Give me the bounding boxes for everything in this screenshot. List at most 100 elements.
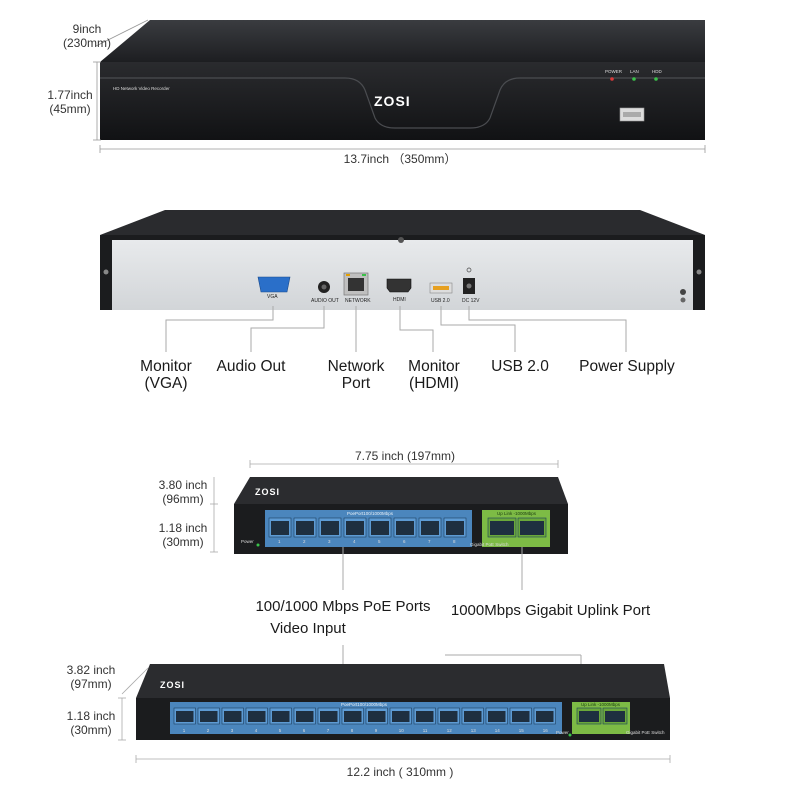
nvr-model-label: HD Network Video Recorder bbox=[113, 86, 170, 91]
switch-large-power-label: Power bbox=[556, 730, 569, 735]
nvr-depth-label: 9inch(230mm) bbox=[62, 22, 111, 50]
switch-large-poe-port-socket bbox=[176, 711, 194, 722]
nvr-rear-leader-lines bbox=[165, 306, 627, 352]
switch-large-type-label: Gigabit PoE Switch bbox=[626, 730, 665, 735]
nvr-front-device bbox=[100, 20, 705, 140]
switch-large-port-number: 13 bbox=[470, 728, 476, 733]
switch-large-port-number: 3 bbox=[230, 728, 234, 733]
switch-small-port-number: 3 bbox=[328, 539, 331, 544]
switch-large-height-label: 1.18 inch(30mm) bbox=[66, 709, 116, 737]
switch-small-width-label: 7.75 inch (197mm) bbox=[354, 449, 456, 463]
switch-large-port-number: 10 bbox=[398, 728, 404, 733]
port-tag-dc: DC 12V bbox=[462, 298, 480, 304]
switch-small-poe-ports bbox=[268, 517, 467, 538]
switch-large-poe-port-socket bbox=[248, 711, 266, 722]
switch-large-poe-port-socket bbox=[536, 711, 554, 722]
switch-large-poe-port-socket bbox=[368, 711, 386, 722]
switch-large-port-number: 15 bbox=[518, 728, 524, 733]
switch-small-poe-port-socket bbox=[346, 521, 364, 535]
switch-small-dimension-lines bbox=[210, 460, 559, 553]
callout-power-supply: Power Supply bbox=[579, 358, 675, 375]
switch-small-port-number: 7 bbox=[428, 539, 431, 544]
switch-large-poe-port-socket bbox=[488, 711, 506, 722]
nvr-width-label: 13.7inch （350mm） bbox=[343, 152, 457, 166]
switch-large-poe-port-socket bbox=[464, 711, 482, 722]
hdmi-port-icon bbox=[386, 278, 412, 293]
switch-small-height-label: 1.18 inch(30mm) bbox=[158, 521, 208, 549]
switch-large-poe-port-socket bbox=[320, 711, 338, 722]
port-tag-network: NETWORK bbox=[345, 298, 371, 304]
callout-poe-ports: 100/1000 Mbps PoE Ports Video Input bbox=[255, 598, 431, 637]
callout-uplink-port: 1000Mbps Gigabit Uplink Port bbox=[450, 602, 651, 619]
switch-large-poe-label: PoePort100/1000Mbps bbox=[341, 702, 388, 707]
switch-small-brand-logo: ZOSI bbox=[255, 487, 281, 497]
callout-audio-out: Audio Out bbox=[216, 358, 286, 375]
switch-small-port-number: 2 bbox=[303, 539, 306, 544]
power-led-icon bbox=[610, 77, 614, 81]
switch-large-port-number: 11 bbox=[422, 728, 428, 733]
nvr-rear-device bbox=[100, 210, 705, 310]
switch-large-depth-label: 3.82 inch(97mm) bbox=[66, 663, 116, 691]
lan-led-icon bbox=[632, 77, 636, 81]
switch-large-poe-port-socket bbox=[512, 711, 530, 722]
switch-small-uplink-port-socket bbox=[520, 521, 544, 535]
switch-large-poe-ports bbox=[173, 707, 556, 725]
switch-small-poe-label: PoePort100/1000Mbps bbox=[347, 511, 394, 516]
switch-large-port-number: 5 bbox=[278, 728, 282, 733]
switch-small-poe-port-socket bbox=[396, 521, 414, 535]
switch-small-type-label: Gigabit PoE Switch bbox=[470, 542, 509, 547]
switch-large-poe-port-socket bbox=[272, 711, 290, 722]
callout-network-port: Network Port bbox=[327, 358, 385, 392]
switch-large-port-number: 6 bbox=[302, 728, 306, 733]
switch-small-uplink-label: Up Link -1000Mbps bbox=[497, 511, 537, 516]
nvr-dimension-lines bbox=[93, 19, 706, 153]
callout-usb: USB 2.0 bbox=[491, 358, 549, 375]
port-tag-usb: USB 2.0 bbox=[431, 298, 450, 304]
switch-large-poe-port-socket bbox=[392, 711, 410, 722]
vga-port-icon bbox=[257, 276, 291, 293]
switch-small-port-number: 1 bbox=[278, 539, 281, 544]
switch-small-depth-label: 3.80 inch(96mm) bbox=[158, 478, 208, 506]
switch-small-port-number: 8 bbox=[453, 539, 456, 544]
nvr-height-label: 1.77inch(45mm) bbox=[47, 88, 93, 116]
callout-monitor-hdmi: Monitor (HDMI) bbox=[408, 358, 460, 392]
switch-small-port-number: 5 bbox=[378, 539, 381, 544]
switch-large-poe-port-socket bbox=[440, 711, 458, 722]
switch-large-poe-port-socket bbox=[224, 711, 242, 722]
led-label-power: POWER bbox=[605, 69, 623, 74]
switch-small-power-label: Power bbox=[241, 539, 254, 544]
switch-small-uplink-port-socket bbox=[490, 521, 514, 535]
switch-large-poe-port-socket bbox=[344, 711, 362, 722]
switch-large-poe-port-socket bbox=[416, 711, 434, 722]
switch-large-uplink-label: Up Link -1000Mbps bbox=[581, 702, 621, 707]
switch-small-poe-port-socket bbox=[421, 521, 439, 535]
port-tag-hdmi: HDMI bbox=[393, 297, 406, 303]
switch-small-poe-port-socket bbox=[321, 521, 339, 535]
switch-small-poe-port-socket bbox=[296, 521, 314, 535]
nvr-brand-logo: ZOSI bbox=[374, 93, 411, 109]
switch-large-uplink-ports bbox=[576, 707, 628, 725]
switch-large-port-number: 16 bbox=[542, 728, 548, 733]
switch-large-port-number: 1 bbox=[182, 728, 186, 733]
hdd-led-icon bbox=[654, 77, 658, 81]
switch-large-brand-logo: ZOSI bbox=[160, 680, 186, 690]
switch-large-dimension-lines bbox=[118, 667, 671, 763]
led-label-hdd: HDD bbox=[652, 69, 662, 74]
switch-large-port-number: 14 bbox=[494, 728, 500, 733]
switch-small-poe-port-socket bbox=[271, 521, 289, 535]
switch-large-uplink-port-socket bbox=[605, 711, 625, 722]
switch-large-uplink-port-socket bbox=[579, 711, 599, 722]
switch-small-poe-port-socket bbox=[371, 521, 389, 535]
switch-small-uplink-ports bbox=[487, 517, 547, 538]
switch-large-port-number: 9 bbox=[374, 728, 378, 733]
switch-large-width-label: 12.2 inch ( 310mm ) bbox=[346, 765, 454, 779]
switch-small-poe-port-socket bbox=[446, 521, 464, 535]
switch-large-port-number: 12 bbox=[446, 728, 452, 733]
switch-large-poe-port-socket bbox=[200, 711, 218, 722]
switch-large-port-number: 4 bbox=[254, 728, 258, 733]
switch-large-port-number: 8 bbox=[350, 728, 354, 733]
switch-small-port-number: 6 bbox=[403, 539, 406, 544]
switch-small-port-number: 4 bbox=[353, 539, 356, 544]
switch-large-port-number: 2 bbox=[206, 728, 210, 733]
